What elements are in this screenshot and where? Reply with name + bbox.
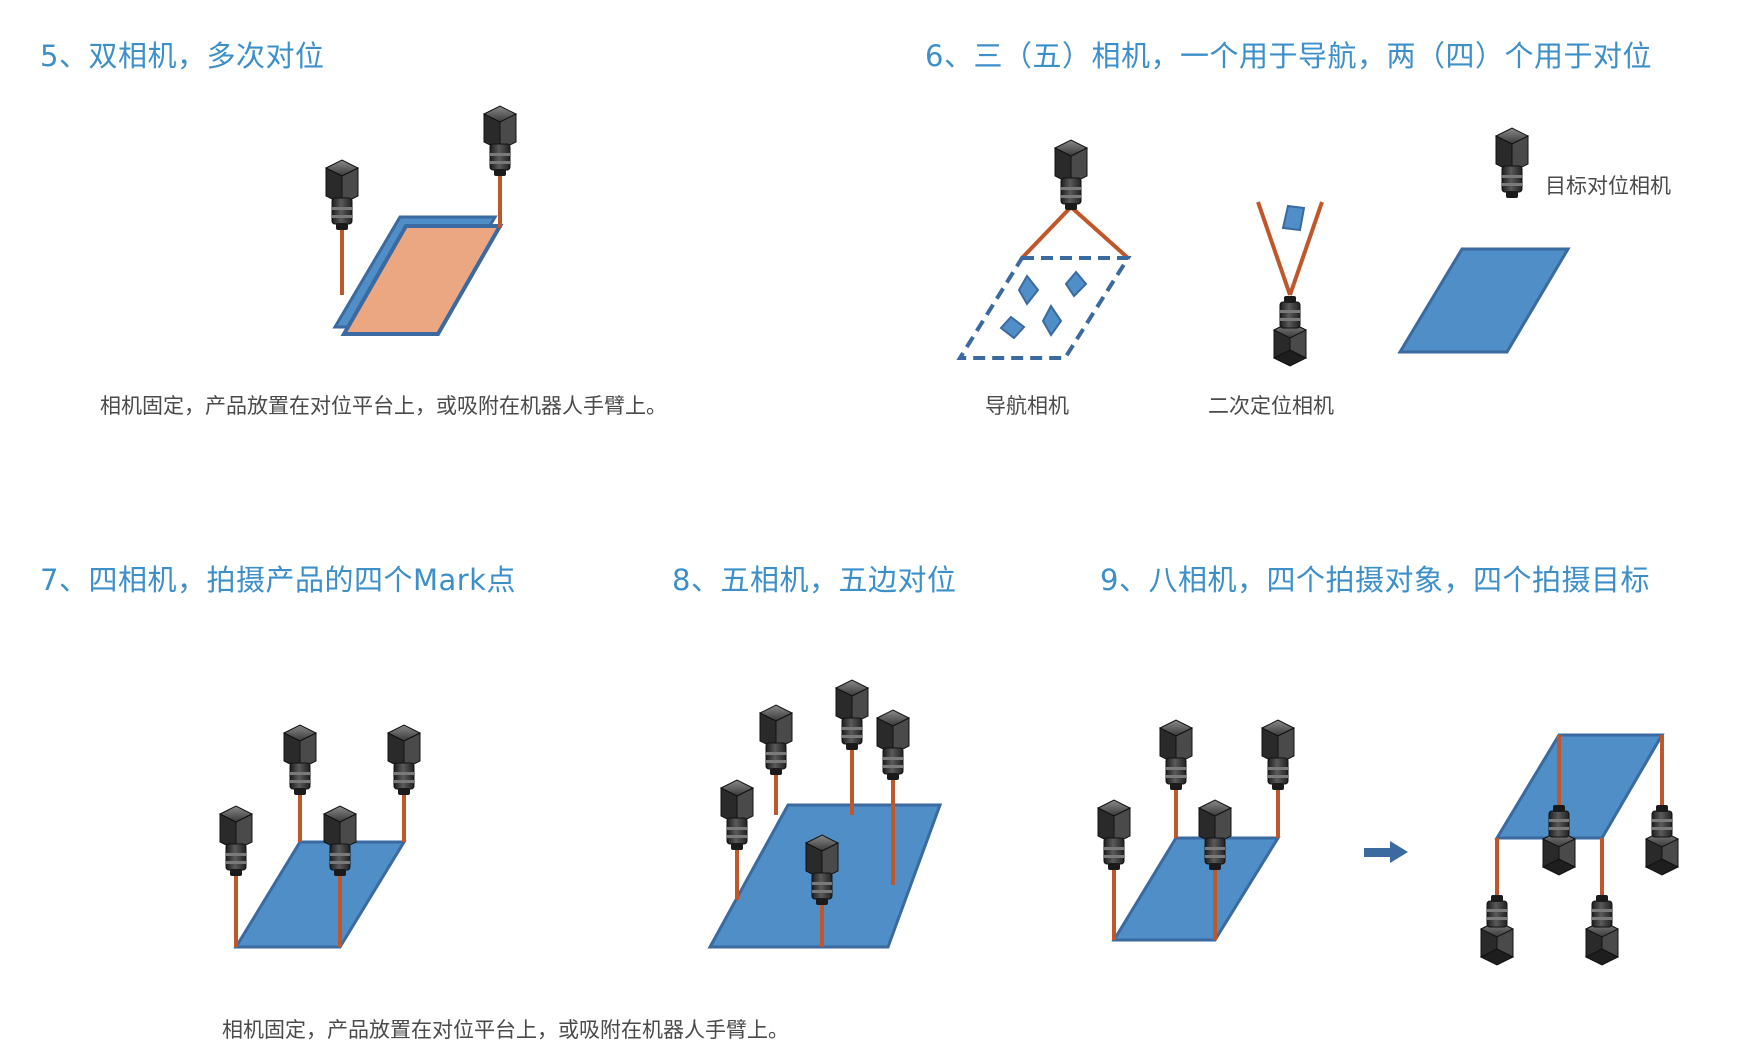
product-plate: [1111, 836, 1281, 942]
section-7-figure: [219, 724, 421, 949]
camera-icon: [1585, 894, 1619, 966]
camera-icon: [1645, 804, 1679, 876]
navigation-camera-label: 导航相机: [985, 394, 1069, 418]
section-6-navigation-figure: [956, 139, 1132, 360]
section-5-title: 5、双相机，多次对位: [40, 39, 325, 73]
camera-icon: [835, 679, 869, 751]
fiducial-mark-icon: [1281, 204, 1306, 232]
fiducial-mark-icon: [999, 315, 1026, 340]
fiducial-mark-icon: [1017, 274, 1040, 306]
camera-icon: [1159, 719, 1193, 791]
camera-icon: [1097, 799, 1131, 871]
product-plate: [233, 840, 407, 949]
section-6-target-figure: [1397, 127, 1571, 354]
section-5-caption: 相机固定，产品放置在对位平台上，或吸附在机器人手臂上。: [100, 394, 667, 418]
section-6-title: 6、三（五）相机，一个用于导航，两（四）个用于对位: [925, 39, 1652, 73]
camera-icon: [325, 159, 359, 231]
section-7-title: 7、四相机，拍摄产品的四个Mark点: [40, 563, 516, 597]
camera-icon: [1054, 139, 1088, 211]
target-plate: [1397, 247, 1571, 354]
section-8-title: 8、五相机，五边对位: [672, 563, 957, 597]
camera-icon: [876, 709, 910, 781]
arrow-right-icon: [1364, 841, 1408, 863]
camera-icon: [1273, 295, 1307, 367]
section-9-title: 9、八相机，四个拍摄对象，四个拍摄目标: [1100, 563, 1650, 597]
camera-icon: [1480, 894, 1514, 966]
camera-icon: [387, 724, 421, 796]
camera-icon: [759, 704, 793, 776]
camera-icon: [483, 105, 517, 177]
camera-icon: [219, 805, 253, 877]
secondary-positioning-camera-label: 二次定位相机: [1208, 394, 1334, 418]
navigation-field-of-view: [956, 256, 1132, 360]
target-alignment-camera-label: 目标对位相机: [1545, 174, 1671, 198]
section-8-figure: [707, 679, 943, 949]
section-9-objects-figure: [1097, 719, 1295, 942]
camera-icon: [720, 779, 754, 851]
section-5-figure: [325, 105, 517, 336]
bottom-caption: 相机固定，产品放置在对位平台上，或吸附在机器人手臂上。: [222, 1018, 789, 1042]
section-6-secondary-figure: [1256, 201, 1324, 367]
fiducial-mark-icon: [1041, 304, 1063, 337]
camera-icon: [1261, 719, 1295, 791]
target-plate: [1494, 733, 1665, 840]
product-plate: [340, 224, 504, 336]
fiducial-mark-icon: [1064, 270, 1088, 298]
camera-icon: [1495, 127, 1529, 199]
section-9-targets-figure: [1480, 733, 1679, 966]
camera-icon: [283, 724, 317, 796]
